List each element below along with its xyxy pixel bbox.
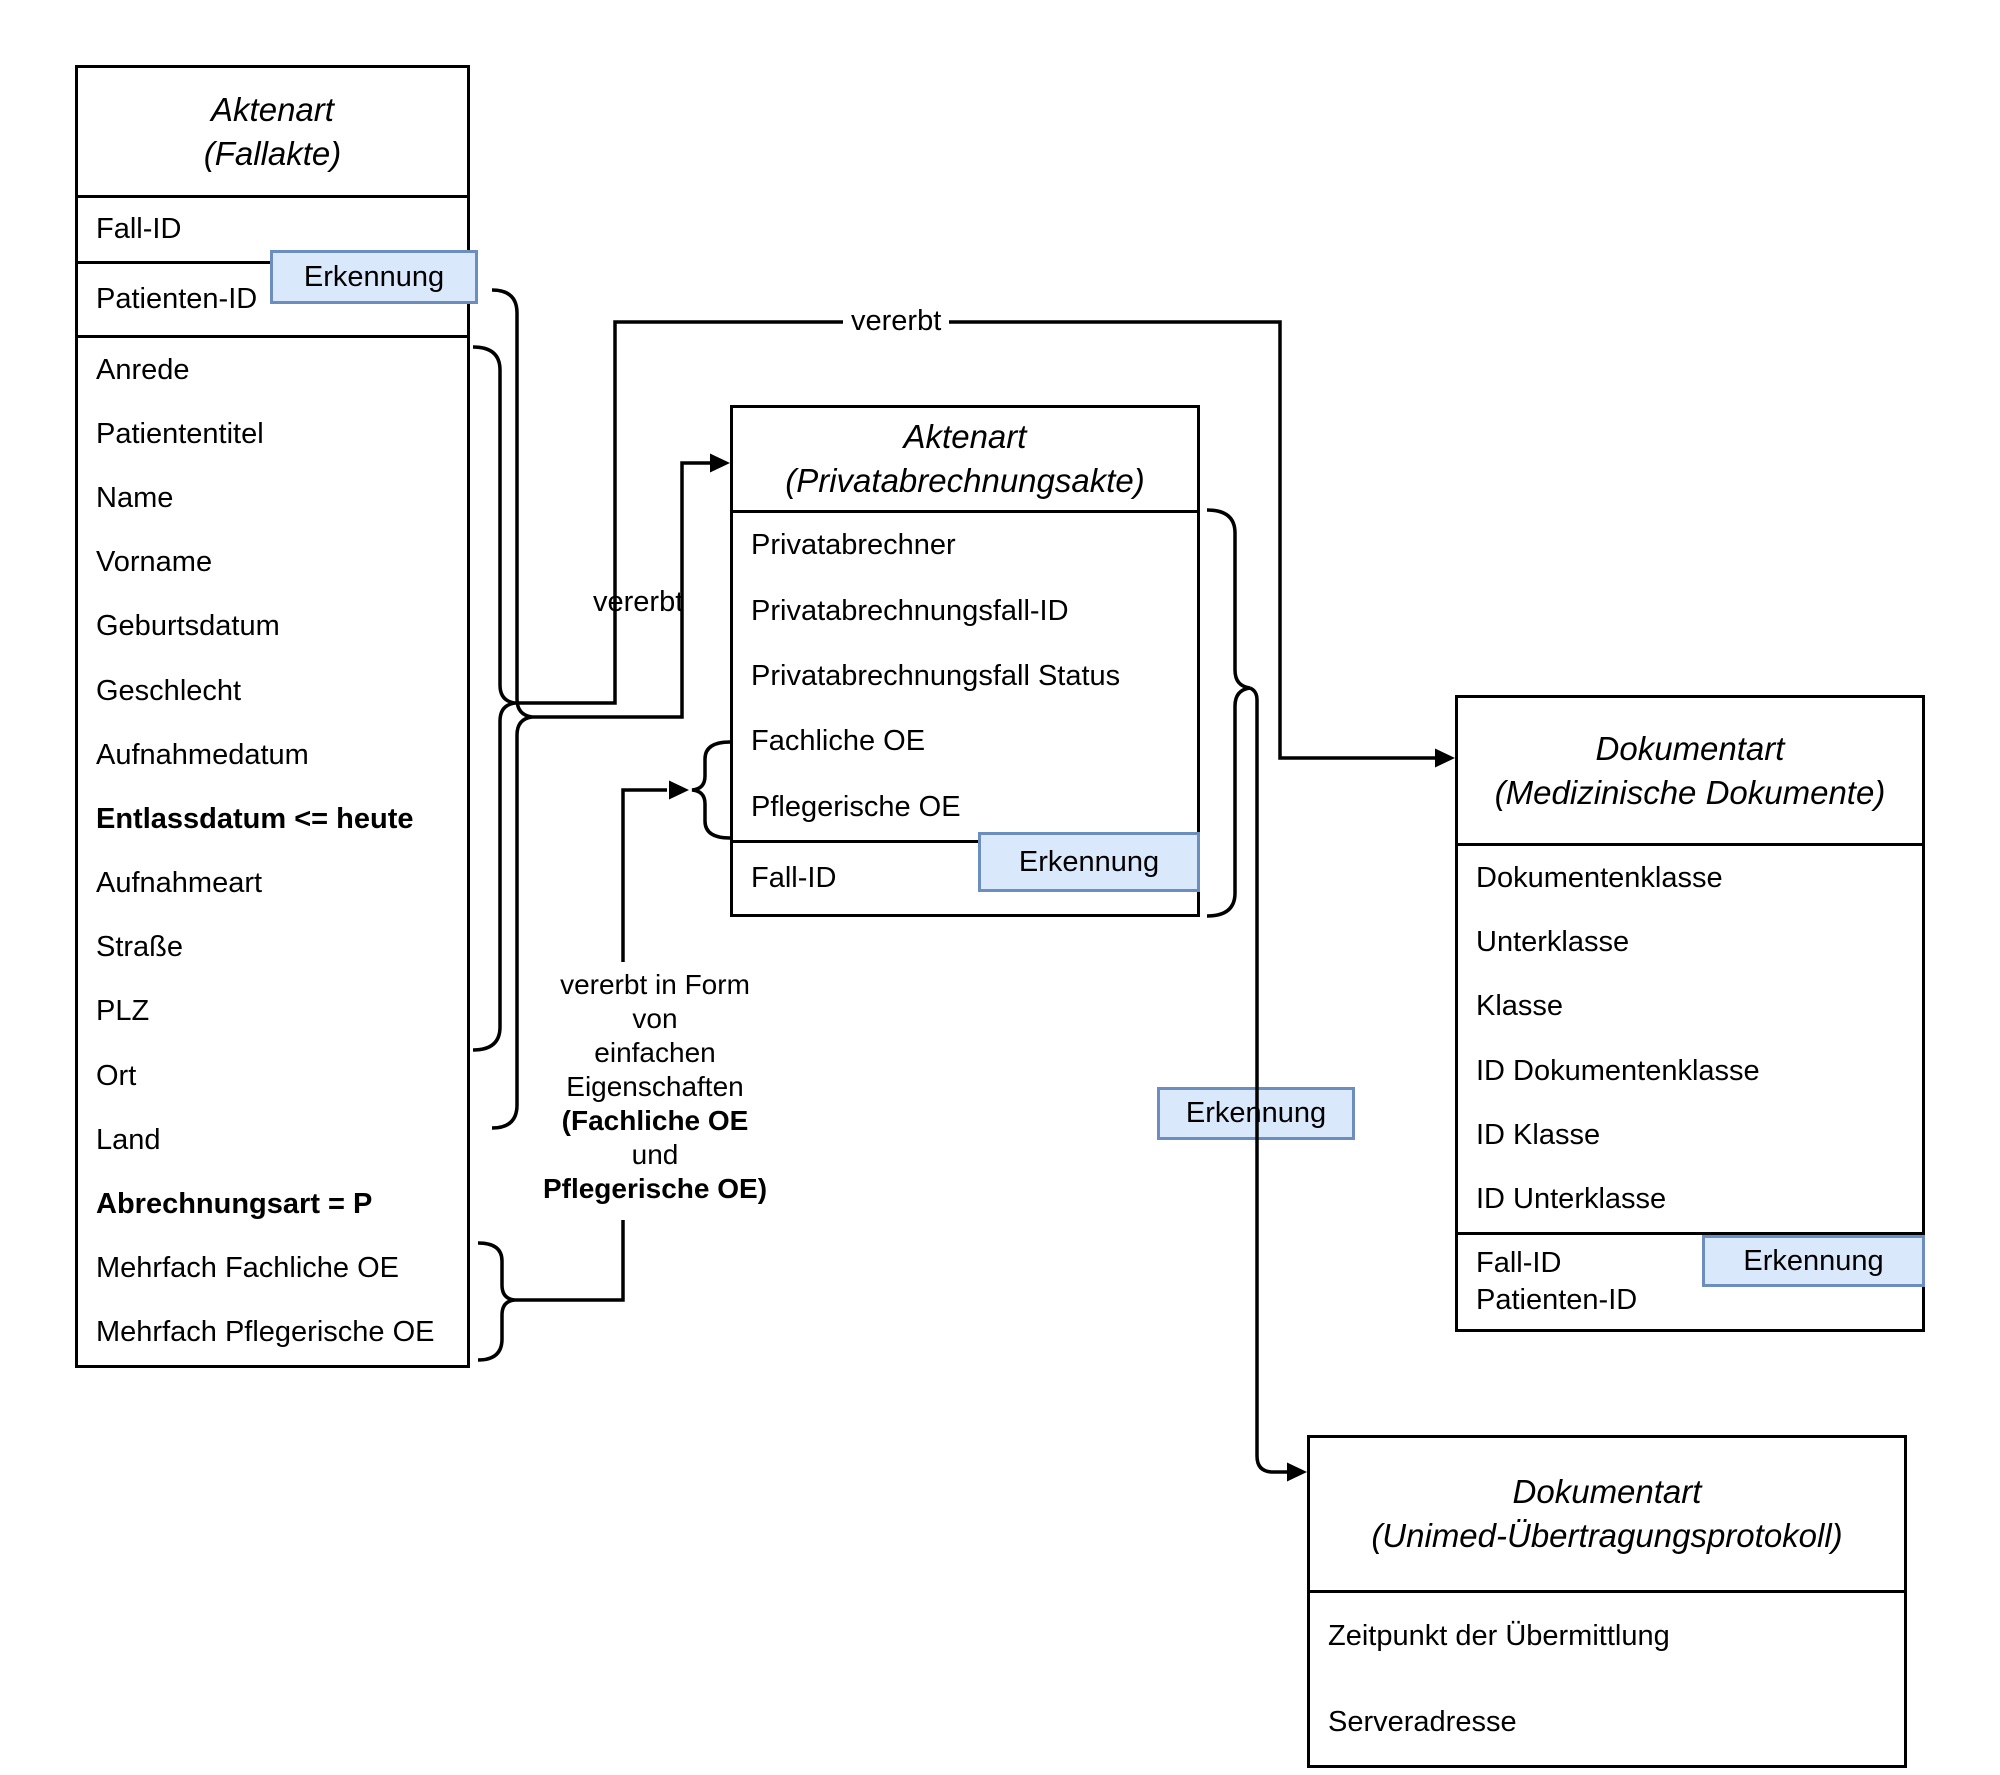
arrowhead-privatabrechnungsakte bbox=[710, 453, 730, 473]
field-fall-id: Fall-ID bbox=[78, 195, 467, 261]
attribute-row: Fachliche OE bbox=[751, 725, 926, 758]
label-vererbt-middle: vererbt bbox=[593, 586, 684, 618]
field-patienten-id: Patienten-ID bbox=[1476, 1284, 1638, 1316]
attribute-row: Land bbox=[96, 1123, 161, 1156]
erkennung-badge-privatabrechnungsakte: Erkennung bbox=[978, 832, 1200, 892]
entity-title-line1: Aktenart bbox=[903, 418, 1027, 455]
attribute-row: ID Unterklasse bbox=[1476, 1183, 1667, 1216]
brace-privatabrechnungsakte-right bbox=[1206, 508, 1251, 918]
attribute-row: PLZ bbox=[96, 995, 150, 1028]
connector-erkennung-unimed bbox=[1249, 686, 1291, 1474]
key-fields: Fall-ID Patienten-ID bbox=[1458, 1232, 1922, 1329]
attribute-row: Aufnahmeart bbox=[96, 867, 263, 900]
arrowhead-medizinische-dokumente bbox=[1435, 748, 1455, 768]
entity-unimed-uebertragungsprotokoll: Dokumentart (Unimed-Übertragungsprotokol… bbox=[1307, 1435, 1907, 1768]
entity-title-line1: Dokumentart bbox=[1512, 1473, 1702, 1510]
entity-title-line2: (Fallakte) bbox=[203, 134, 342, 172]
note-line: und bbox=[631, 1139, 679, 1170]
entity-unimed-title: Dokumentart (Unimed-Übertragungsprotokol… bbox=[1310, 1438, 1904, 1590]
entity-title-line1: Dokumentart bbox=[1595, 729, 1785, 767]
attribute-row: Klasse bbox=[1476, 990, 1564, 1023]
attribute-row: Serveradresse bbox=[1328, 1705, 1517, 1738]
brace-fallakte-inner bbox=[472, 345, 516, 1052]
note-line: Eigenschaften bbox=[566, 1071, 744, 1102]
connector-note-upper bbox=[621, 788, 667, 962]
attribute-row: Geburtsdatum bbox=[96, 610, 280, 643]
field-fall-id: Fall-ID bbox=[1476, 1247, 1562, 1279]
attribute-row: Straße bbox=[96, 931, 184, 964]
entity-title-line1: Aktenart bbox=[211, 90, 334, 128]
attribute-row: ID Klasse bbox=[1476, 1118, 1601, 1151]
entity-privatabrechnungsakte-title: Aktenart (Privatabrechnungsakte) bbox=[733, 408, 1197, 510]
erkennung-badge-medizinische-dokumente: Erkennung bbox=[1702, 1235, 1925, 1287]
entity-title-line2: (Medizinische Dokumente) bbox=[1494, 773, 1886, 811]
brace-oe-privatabrechnungsakte bbox=[691, 740, 731, 840]
note-line: vererbt in Form bbox=[560, 969, 750, 1000]
attribute-row: Pflegerische OE bbox=[751, 790, 961, 823]
arrowhead-unimed bbox=[1287, 1462, 1307, 1482]
note-line: einfachen bbox=[594, 1037, 716, 1068]
note-line: Pflegerische OE) bbox=[542, 1173, 768, 1204]
attribute-row: Aufnahmedatum bbox=[96, 738, 309, 771]
attribute-row: Zeitpunkt der Übermittlung bbox=[1328, 1619, 1670, 1652]
attribute-row: Anrede bbox=[96, 353, 190, 386]
attribute-row: Vorname bbox=[96, 546, 213, 579]
attribute-row: Name bbox=[96, 481, 174, 514]
entity-medizinische-dokumente-title: Dokumentart (Medizinische Dokumente) bbox=[1458, 698, 1922, 843]
entity-title-line2: (Unimed-Übertragungsprotokoll) bbox=[1371, 1517, 1843, 1554]
label-vererbt-top: vererbt bbox=[843, 305, 950, 338]
entity-fallakte-title: Aktenart (Fallakte) bbox=[78, 68, 467, 195]
attribute-row: Mehrfach Fachliche OE bbox=[96, 1252, 400, 1285]
attribute-row: Dokumentenklasse bbox=[1476, 861, 1723, 894]
connector-note-lower bbox=[515, 1220, 625, 1302]
brace-mehrfach-oe bbox=[477, 1241, 516, 1362]
attribute-row: Privatabrechnungsfall Status bbox=[751, 660, 1121, 693]
attribute-row: ID Dokumentenklasse bbox=[1476, 1054, 1760, 1087]
note-line: von bbox=[632, 1003, 678, 1034]
entity-medizinische-dokumente: Dokumentart (Medizinische Dokumente) Dok… bbox=[1455, 695, 1925, 1332]
arrowhead-oe-brace bbox=[669, 780, 689, 800]
erkennung-badge-floating: Erkennung bbox=[1157, 1087, 1355, 1140]
attribute-row: Patiententitel bbox=[96, 417, 264, 450]
entity-title-line2: (Privatabrechnungsakte) bbox=[785, 462, 1145, 499]
attribute-row: Privatabrechnungsfall-ID bbox=[751, 594, 1069, 627]
attribute-row: Mehrfach Pflegerische OE bbox=[96, 1316, 435, 1349]
attribute-row: Ort bbox=[96, 1059, 137, 1092]
note-line: (Fachliche OE bbox=[561, 1105, 749, 1136]
attribute-row: Entlassdatum <= heute bbox=[96, 802, 414, 835]
attribute-row: Privatabrechner bbox=[751, 529, 956, 562]
field-fall-id: Fall-ID bbox=[733, 840, 1197, 914]
attribute-row: Unterklasse bbox=[1476, 925, 1630, 958]
attribute-row: Geschlecht bbox=[96, 674, 242, 707]
attribute-row: Abrechnungsart = P bbox=[96, 1188, 373, 1221]
erkennung-badge-patienten-id: Erkennung bbox=[270, 250, 478, 304]
